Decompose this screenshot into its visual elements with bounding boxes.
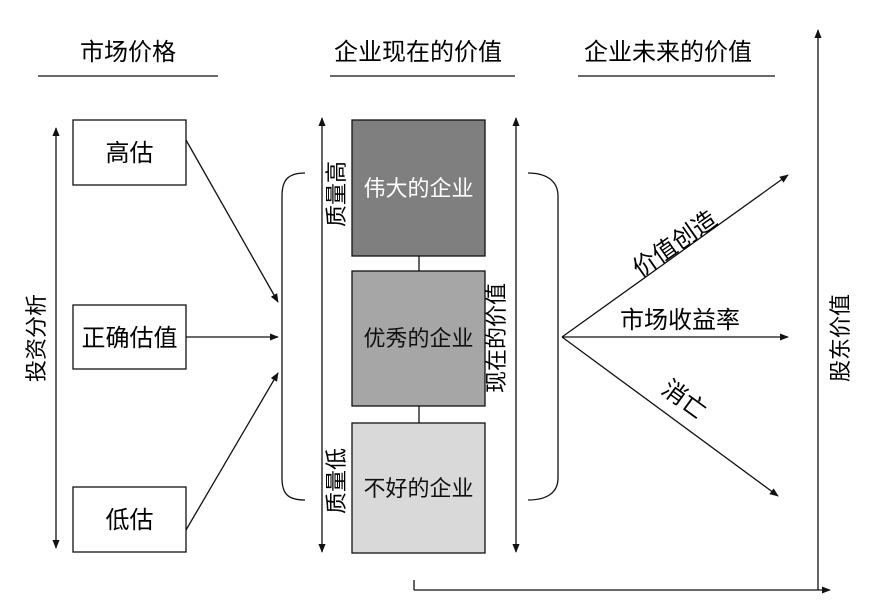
- header-current-value: 企业现在的价值: [334, 38, 502, 66]
- label-correct: 正确估值: [82, 324, 178, 352]
- header-market-price: 市场价格: [80, 38, 176, 66]
- label-extinction: 消亡: [656, 374, 711, 425]
- box-low: [72, 486, 187, 553]
- box-excellent-company: [351, 270, 486, 407]
- box-correct: [72, 304, 187, 370]
- investment-analysis-label: 投资分析: [25, 294, 50, 382]
- box-great-company: [351, 119, 486, 257]
- label-bad-company: 不好的企业: [363, 477, 473, 502]
- label-high: 高估: [106, 139, 154, 167]
- label-market-return: 市场收益率: [620, 306, 740, 334]
- quality-high-label: 质量高: [325, 161, 350, 227]
- label-great-company: 伟大的企业: [363, 177, 473, 202]
- box-bad-company: [351, 422, 486, 554]
- arrow-high-to-companies: [185, 139, 279, 303]
- box-high: [72, 119, 187, 186]
- current-value-label: 现在的价值: [485, 283, 510, 393]
- quality-low-label: 质量低: [325, 448, 350, 514]
- label-low: 低估: [106, 506, 154, 534]
- label-excellent-company: 优秀的企业: [363, 327, 473, 352]
- shareholder-value-label: 股东价值: [829, 294, 854, 382]
- arrow-extinction: [561, 336, 779, 497]
- arrow-low-to-companies: [185, 372, 279, 531]
- arrow-value-creation: [561, 174, 789, 338]
- right-brace: [527, 172, 559, 501]
- left-brace: [281, 172, 306, 501]
- header-future-value: 企业未来的价值: [584, 38, 752, 66]
- label-value-creation: 价值创造: [627, 205, 722, 283]
